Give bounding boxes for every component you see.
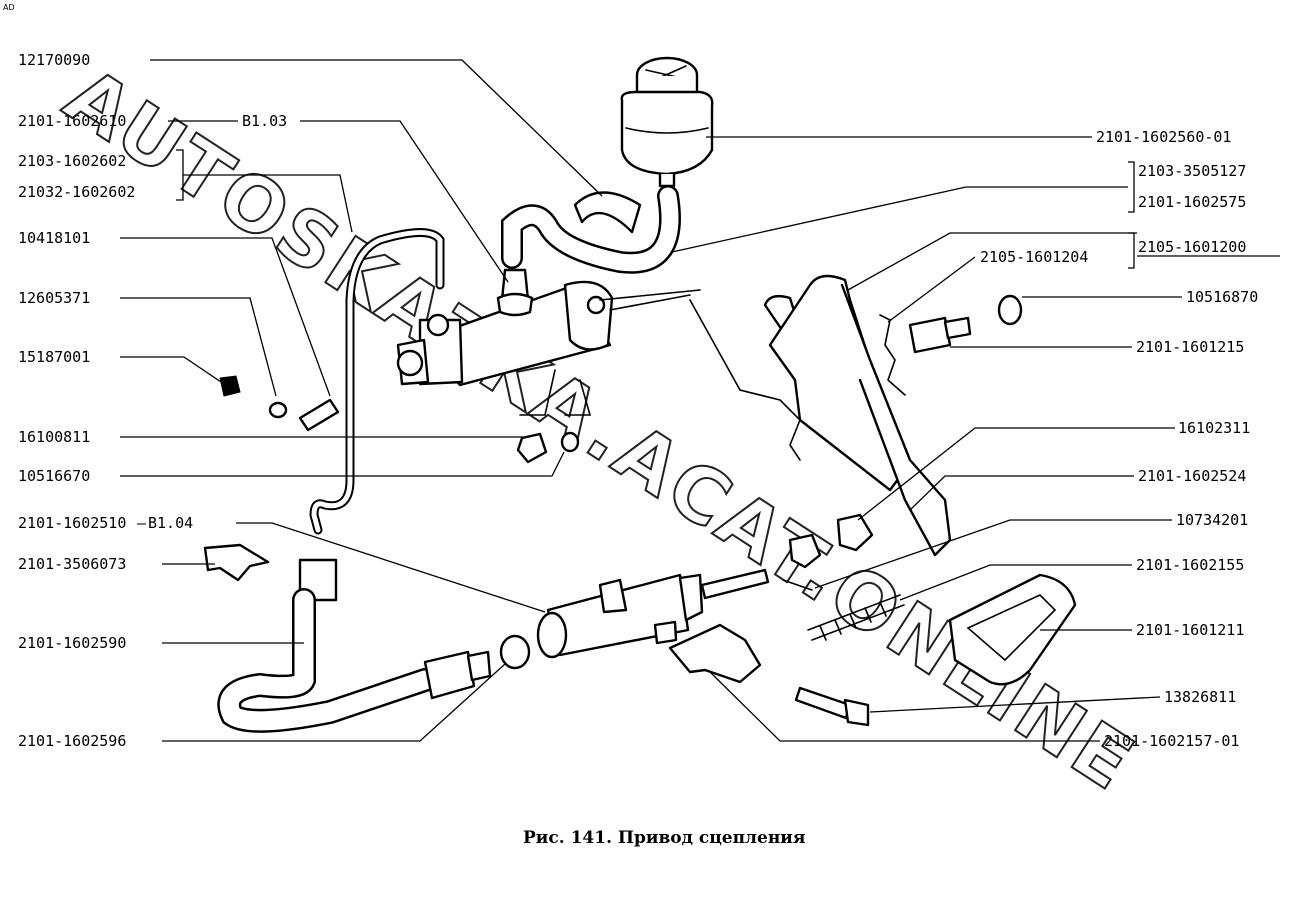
label-21032-1602602: 21032-1602602: [18, 183, 135, 201]
figure-caption: Рис. 141. Привод сцепления: [523, 828, 805, 848]
callout-labels: 12170090 2101-1602610 B1.03 2103-1602602…: [18, 51, 1280, 750]
label-2105-1601200: 2105-1601200: [1138, 238, 1246, 256]
label-2103-3505127: 2103-3505127: [1138, 162, 1246, 180]
label-2101-1602596: 2101-1602596: [18, 732, 126, 750]
washer-1602596-part: [499, 634, 531, 670]
bolt-15187001-part: [219, 375, 241, 397]
label-10516670: 10516670: [18, 467, 90, 485]
master-cylinder-part: [396, 268, 701, 387]
leader-lines: [120, 59, 1182, 742]
corner-mark: AD: [3, 3, 15, 12]
label-12605371: 12605371: [18, 289, 90, 307]
label-2101-1602524: 2101-1602524: [1138, 467, 1246, 485]
washer-10516870-part: [997, 294, 1023, 326]
spring-clip-part: [879, 314, 906, 396]
nut-1602524-part: [836, 513, 874, 552]
nut-16100811-part: [516, 432, 548, 464]
washer-12605371-part: [268, 401, 288, 419]
label-15187001: 15187001: [18, 348, 90, 366]
clamp-part: [573, 191, 642, 234]
label-10418101: 10418101: [18, 229, 90, 247]
label-2103-1602602: 2103-1602602: [18, 152, 126, 170]
bracket-1602157-part: [668, 623, 762, 684]
label-13826811: 13826811: [1164, 688, 1236, 706]
watermark: AUTOSKAZKA.ACAT.ONLINE: [50, 50, 1151, 808]
label-2101-1602560-01: 2101-1602560-01: [1096, 128, 1231, 146]
cotter-pin-part: [782, 579, 813, 591]
nut-16102311-part: [788, 533, 822, 569]
label-10516870: 10516870: [1186, 288, 1258, 306]
bolt-13826811-part: [794, 686, 852, 720]
pedal-part: [689, 274, 952, 557]
label-b1-03: B1.03: [242, 112, 287, 130]
label-dash: –: [137, 514, 147, 532]
pedal-pad-part: [948, 573, 1077, 686]
label-2101-1601211: 2101-1601211: [1136, 621, 1244, 639]
label-10734201: 10734201: [1176, 511, 1248, 529]
label-b1-04: B1.04: [148, 514, 193, 532]
bracket-10418101-part: [298, 398, 340, 432]
flex-hose-part: [217, 558, 492, 733]
clip-3506073-part: [203, 543, 270, 582]
reservoir-part: [620, 56, 714, 188]
label-2101-1602157-01: 2101-1602157-01: [1104, 732, 1239, 750]
label-16102311: 16102311: [1178, 419, 1250, 437]
label-2101-1602575: 2101-1602575: [1138, 193, 1246, 211]
label-2101-1602155: 2101-1602155: [1136, 556, 1244, 574]
spring-1602155-part: [807, 594, 905, 641]
slave-cylinder-part: [536, 568, 770, 659]
label-2101-1602590: 2101-1602590: [18, 634, 126, 652]
bolt-1601215-part: [908, 316, 952, 354]
label-16100811: 16100811: [18, 428, 90, 446]
label-2105-1601204: 2105-1601204: [980, 248, 1088, 266]
label-2101-3506073: 2101-3506073: [18, 555, 126, 573]
parts: [203, 56, 1077, 733]
label-2101-1601215: 2101-1601215: [1136, 338, 1244, 356]
washer-10516670-part: [560, 431, 580, 453]
label-2101-1602610: 2101-1602610: [18, 112, 126, 130]
label-12170090: 12170090: [18, 51, 90, 69]
label-2101-1602510: 2101-1602510: [18, 514, 126, 532]
